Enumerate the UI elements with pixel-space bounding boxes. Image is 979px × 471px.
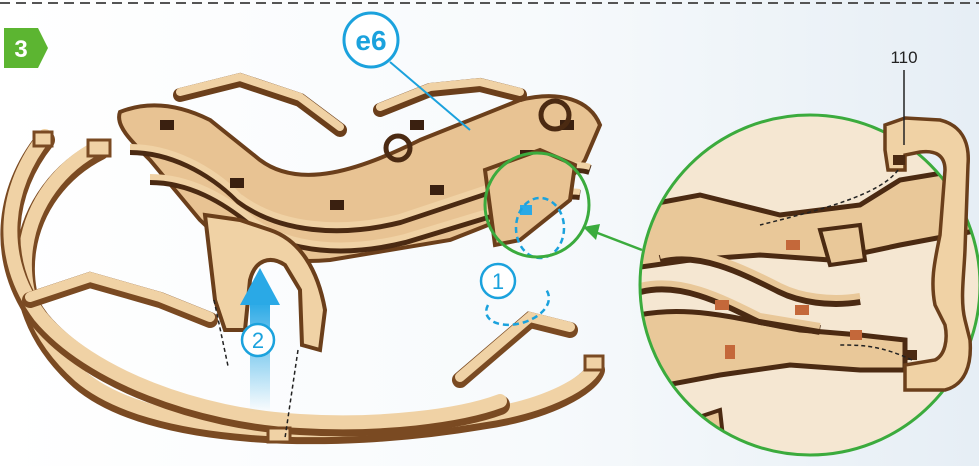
- action-1-number: 1: [492, 269, 504, 294]
- part-number: 110: [890, 48, 917, 67]
- action-2-number: 2: [252, 328, 264, 353]
- step-number: 3: [14, 36, 27, 63]
- action-1-marker: 1: [481, 264, 515, 298]
- module-label: e6: [355, 25, 386, 56]
- action-2-marker: 2: [242, 324, 274, 356]
